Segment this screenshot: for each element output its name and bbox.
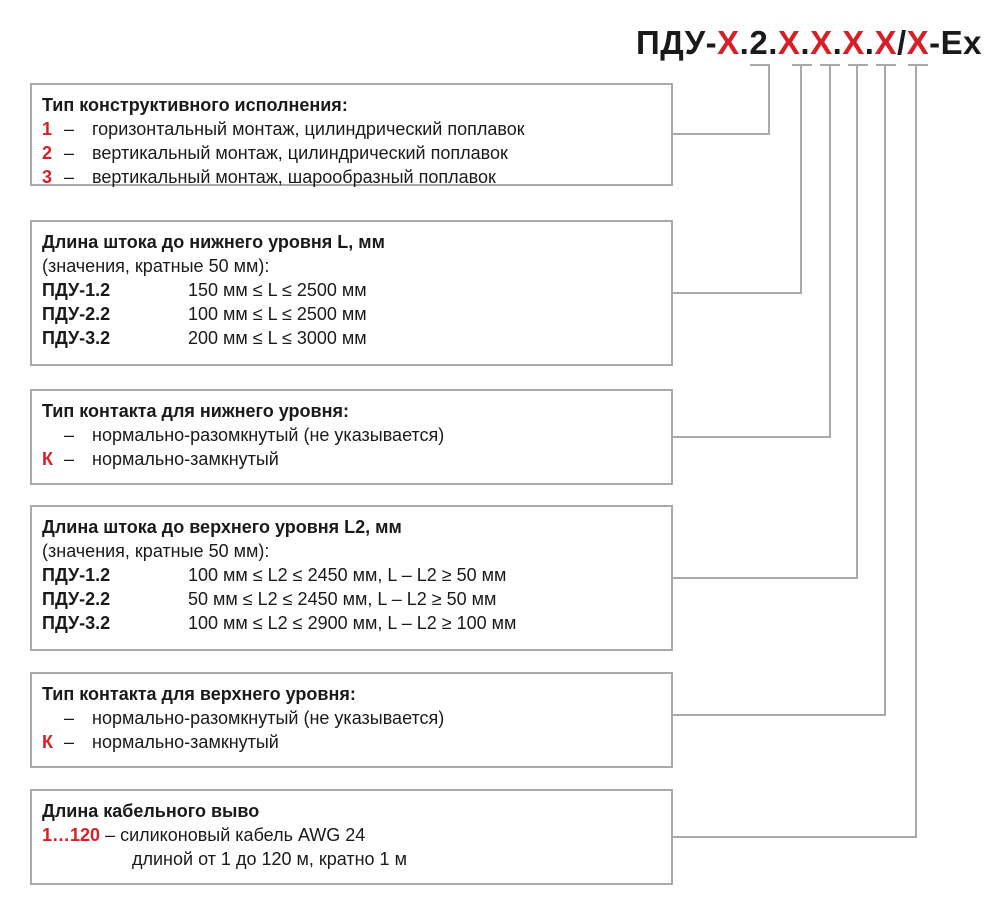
code-slash: / <box>896 24 907 61</box>
item-text: нормально-разомкнутый (не указывается) <box>92 425 445 445</box>
item-key: К <box>42 449 53 469</box>
model-label: ПДУ-3.2 <box>42 328 111 348</box>
list-item: –нормально-разомкнутый (не указывается) <box>42 706 661 730</box>
range-row: ПДУ-2.2 50 мм ≤ L2 ≤ 2450 мм, L – L2 ≥ 50… <box>42 587 661 611</box>
range-value: 50 мм ≤ L2 ≤ 2450 мм, L – L2 ≥ 50 мм <box>188 589 497 609</box>
item-sep: – <box>64 449 75 469</box>
box-construction-type: Тип конструктивного исполнения: 1–горизо… <box>30 83 673 189</box>
model-label: ПДУ-2.2 <box>42 589 111 609</box>
item-key: 2 <box>42 143 53 163</box>
model-label: ПДУ-1.2 <box>42 565 111 585</box>
connector-upper-contact <box>673 65 886 716</box>
item-sep: – <box>64 732 75 752</box>
item-text: длиной от 1 до 120 м, кратно 1 м <box>132 849 407 869</box>
item-text: нормально-замкнутый <box>92 449 279 469</box>
model-label: ПДУ-2.2 <box>42 304 111 324</box>
box-title: Тип контакта для нижнего уровня: <box>42 401 349 421</box>
range-value: 100 мм ≤ L2 ≤ 2450 мм, L – L2 ≥ 50 мм <box>188 565 507 585</box>
box-title: Длина штока до нижнего уровня L, мм <box>42 232 385 252</box>
connector-cable <box>673 65 917 838</box>
connector-upper-length <box>673 65 858 579</box>
item-text: нормально-замкнутый <box>92 732 279 752</box>
item-key: К <box>42 732 53 752</box>
connector-type <box>673 65 770 135</box>
range-row: ПДУ-3.2 200 мм ≤ L ≤ 3000 мм <box>42 326 661 350</box>
range-row: ПДУ-2.2 100 мм ≤ L ≤ 2500 мм <box>42 302 661 326</box>
box-title: Длина штока до верхнего уровня L2, мм <box>42 517 402 537</box>
list-item: –нормально-разомкнутый (не указывается) <box>42 423 661 447</box>
code-var-type: X <box>717 24 740 61</box>
box-upper-contact: Тип контакта для верхнего уровня: –норма… <box>30 672 673 768</box>
code-dot: . <box>800 24 811 61</box>
range-value: 200 мм ≤ L ≤ 3000 мм <box>188 328 367 348</box>
code-dot: . <box>864 24 875 61</box>
connector-lower-contact <box>673 65 831 438</box>
box-title: Длина кабельного выво <box>42 801 260 821</box>
item-text: вертикальный монтаж, шарообразный поплав… <box>92 167 496 187</box>
range-value: 100 мм ≤ L ≤ 2500 мм <box>188 304 367 324</box>
box-upper-length: Длина штока до верхнего уровня L2, мм (з… <box>30 505 673 651</box>
code-var-upper-length: X <box>842 24 865 61</box>
code-var-lower-contact: X <box>810 24 833 61</box>
item-text: – силиконовый кабель AWG 24 <box>105 825 366 845</box>
range-row: ПДУ-1.2 150 мм ≤ L ≤ 2500 мм <box>42 278 661 302</box>
box-title: Тип конструктивного исполнения: <box>42 95 348 115</box>
item-sep: – <box>64 708 75 728</box>
code-fixed: .2. <box>739 24 778 61</box>
box-lower-contact: Тип контакта для нижнего уровня: –нормал… <box>30 389 673 485</box>
item-sep: – <box>64 119 75 139</box>
item-text: нормально-разомкнутый (не указывается) <box>92 708 445 728</box>
code-var-cable: X <box>906 24 930 61</box>
code-suffix: -Ex <box>929 24 982 61</box>
code-prefix: ПДУ- <box>636 24 718 61</box>
model-label: ПДУ-1.2 <box>42 280 111 300</box>
range-row: ПДУ-1.2 100 мм ≤ L2 ≤ 2450 мм, L – L2 ≥ 5… <box>42 563 661 587</box>
item-sep: – <box>64 143 75 163</box>
list-item: 2–вертикальный монтаж, цилиндрический по… <box>42 141 661 165</box>
item-sep: – <box>64 167 75 187</box>
list-item: К–нормально-замкнутый <box>42 730 661 754</box>
item-sep: – <box>64 425 75 445</box>
item-key: 3 <box>42 167 53 187</box>
model-label: ПДУ-3.2 <box>42 613 111 633</box>
range-value: 100 мм ≤ L2 ≤ 2900 мм, L – L2 ≥ 100 мм <box>188 613 517 633</box>
list-item: 1…120 – силиконовый кабель AWG 24 <box>42 823 661 847</box>
box-cable-length: Длина кабельного выво 1…120 – силиконовы… <box>30 789 673 885</box>
product-code: ПДУ-X.2.X.X.X.X/X-Ex <box>636 24 982 62</box>
code-var-lower-length: X <box>777 24 801 61</box>
connector-lower-length <box>673 65 802 294</box>
box-note: (значения, кратные 50 мм): <box>42 256 270 276</box>
box-title: Тип контакта для верхнего уровня: <box>42 684 356 704</box>
list-item: 1–горизонтальный монтаж, цилиндрический … <box>42 117 661 141</box>
item-key: 1 <box>42 119 53 139</box>
list-item: К–нормально-замкнутый <box>42 447 661 471</box>
code-dot: . <box>832 24 843 61</box>
code-var-upper-contact: X <box>874 24 897 61</box>
box-note: (значения, кратные 50 мм): <box>42 541 270 561</box>
range-value: 150 мм ≤ L ≤ 2500 мм <box>188 280 367 300</box>
box-lower-length: Длина штока до нижнего уровня L, мм (зна… <box>30 220 673 366</box>
list-item: длиной от 1 до 120 м, кратно 1 м <box>42 847 661 871</box>
list-item: 3–вертикальный монтаж, шарообразный попл… <box>42 165 661 189</box>
item-text: вертикальный монтаж, цилиндрический попл… <box>92 143 508 163</box>
range-row: ПДУ-3.2 100 мм ≤ L2 ≤ 2900 мм, L – L2 ≥ 1… <box>42 611 661 635</box>
item-text: горизонтальный монтаж, цилиндрический по… <box>92 119 525 139</box>
item-key: 1…120 <box>42 825 101 845</box>
